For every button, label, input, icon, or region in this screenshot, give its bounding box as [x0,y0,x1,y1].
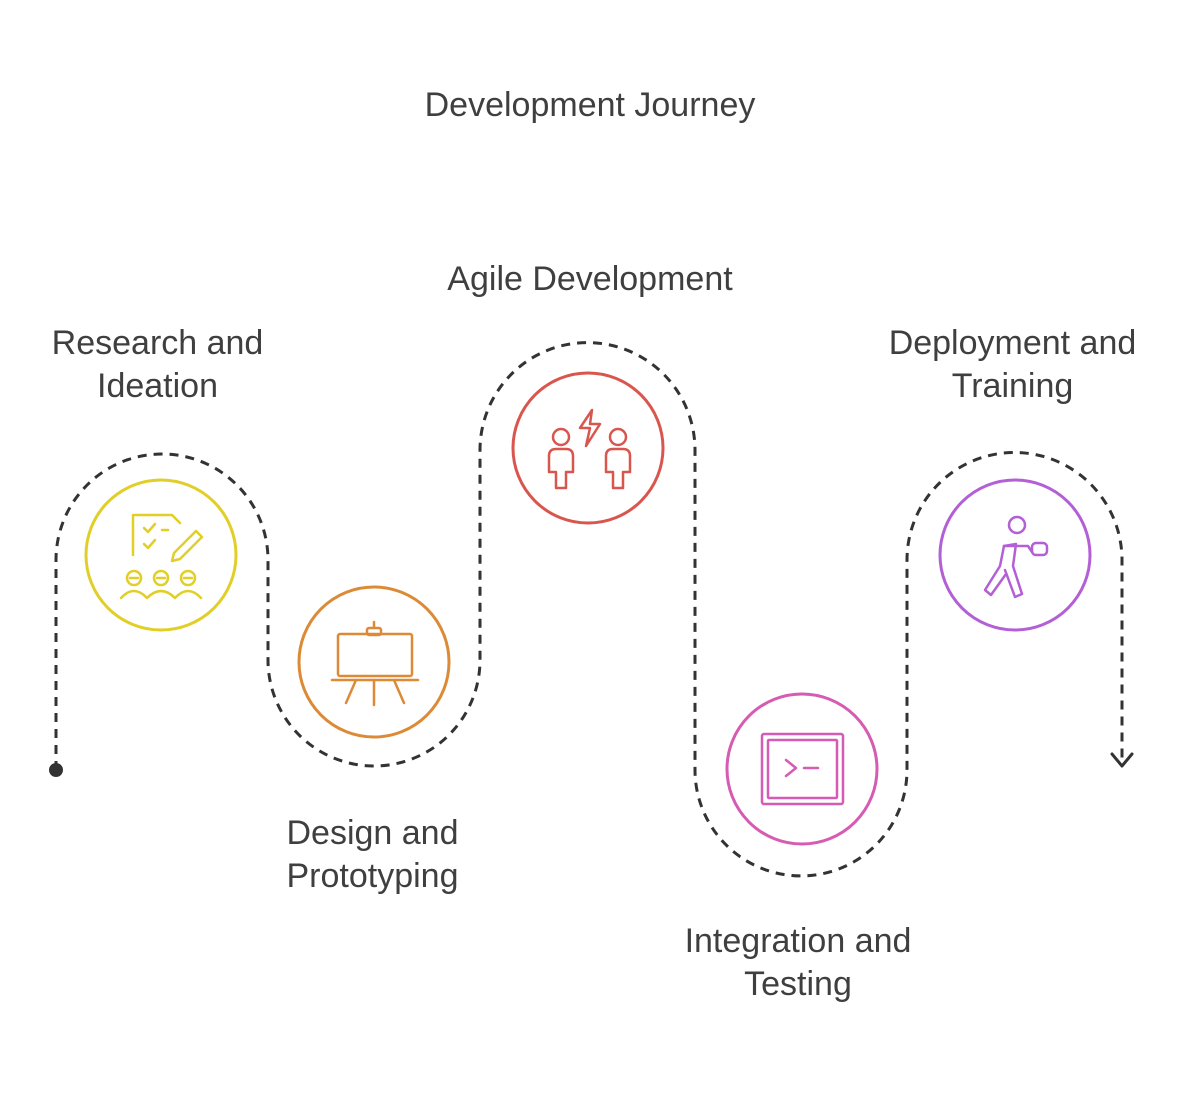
path-end-arrow-icon [1110,752,1134,768]
step-research-node [84,478,238,632]
path-start-dot [49,763,63,777]
step-label-research: Research and Ideation [51,324,264,405]
step-agile-node [511,371,665,525]
team-checklist-icon [119,513,204,600]
step-label-integration: Integration and Testing [684,922,912,1003]
person-training-icon [983,515,1049,599]
step-deployment-node [938,478,1092,632]
diagram-title: Development Journey [424,86,756,124]
collaborating-people-icon [547,408,632,490]
step-integration-node [725,692,879,846]
journey-path [54,341,1124,878]
step-label-deployment: Deployment and Training [888,324,1137,405]
step-label-agile: Agile Development [447,260,733,298]
easel-board-icon [330,620,420,707]
terminal-window-icon [760,732,845,806]
step-label-design: Design and Prototyping [286,814,459,895]
step-design-node [297,585,451,739]
